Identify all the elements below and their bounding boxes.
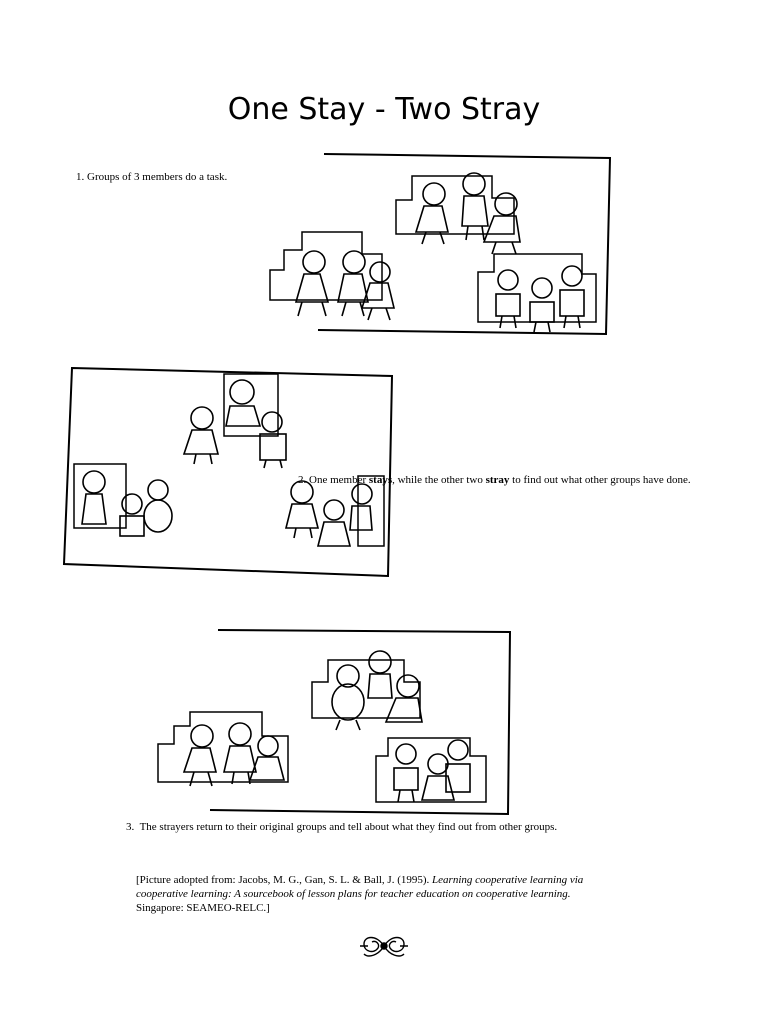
step-2-keyword-stray: stray — [485, 474, 510, 486]
step-2-number: 2. — [298, 474, 307, 486]
step-1: 1. Groups of 3 members do a task. — [76, 171, 227, 183]
citation: [Picture adopted from: Jacobs, M. G., Ga… — [136, 873, 616, 915]
illustration-groups-working — [269, 153, 612, 336]
ornament-icon — [360, 936, 408, 957]
illustration-members-straying — [62, 366, 394, 578]
citation-open: [Picture adopted from: Jacobs, M. G., Ga… — [136, 874, 433, 886]
citation-book-title: Learning cooperative learning via cooper… — [136, 874, 584, 900]
step-3-number: 3. — [126, 821, 135, 833]
step-1-number: 1. — [76, 171, 85, 183]
step-1-text: Groups of 3 members do a task. — [87, 171, 228, 183]
page-title: One Stay - Two Stray — [227, 92, 541, 127]
step-2-text-start: One member — [309, 474, 369, 486]
step-2-text-end: to find out what other groups have done. — [509, 474, 691, 486]
step-2-text-middle: , while the other two — [392, 474, 486, 486]
step-2: 2. One member stays, while the other two… — [298, 474, 691, 486]
citation-close: Singapore: SEAMEO-RELC.] — [136, 902, 270, 914]
illustration-strayers-return — [157, 629, 512, 816]
step-3: 3. The strayers return to their original… — [126, 821, 557, 833]
step-3-text: The strayers return to their original gr… — [139, 821, 558, 833]
step-2-keyword-stays: stays — [368, 474, 393, 486]
